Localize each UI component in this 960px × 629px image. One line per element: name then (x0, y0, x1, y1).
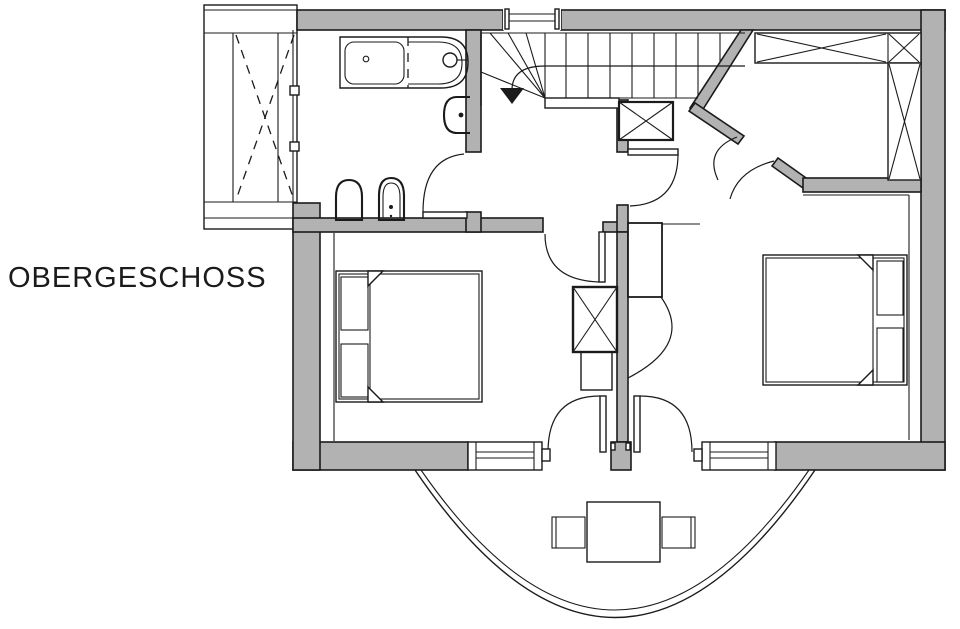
void-cross-dashed (235, 34, 295, 201)
doors (422, 136, 775, 453)
stair-walk-line (511, 65, 745, 91)
dresser-icon (627, 222, 673, 379)
duct-shaft-icon (617, 100, 675, 142)
toilet-icon (334, 178, 364, 222)
wall-west (292, 202, 321, 471)
bathroom (334, 36, 470, 222)
balcony (414, 469, 816, 618)
balcony-table-icon (586, 501, 661, 563)
floor-title: OBERGESCHOSS (8, 262, 267, 294)
balcony-chair-right-icon (661, 516, 696, 549)
double-bed-right-icon (762, 254, 908, 386)
wall-diagonal-stair (688, 29, 755, 116)
wardrobe-top-icon (754, 32, 922, 64)
interior-face-lines (333, 194, 910, 441)
chimney-shaft-icon (571, 285, 619, 391)
bedroom-right-door (627, 148, 679, 207)
bedroom-left-door (544, 231, 606, 283)
wall-central (616, 231, 629, 443)
window-top (503, 8, 561, 30)
balcony-railing-inner (420, 469, 810, 611)
wall-right (920, 9, 946, 471)
left-wing-outline (203, 4, 300, 230)
balcony-glazing-right (693, 441, 777, 471)
balcony-chair-left-icon (551, 516, 586, 549)
balcony-door-left (547, 395, 607, 453)
balcony-door-right (633, 395, 693, 453)
stair-direction-arrow-icon (500, 88, 524, 104)
wall-bottom-right (774, 441, 946, 471)
wall-bottom-left (292, 441, 469, 471)
bathtub-icon (339, 36, 469, 89)
walls (292, 9, 946, 471)
glazing-mullion (289, 141, 300, 152)
wall-dressing-south (802, 177, 922, 193)
dressing-room-double-action-door (713, 136, 775, 200)
staircase (480, 32, 745, 142)
wall-top-left (296, 9, 504, 31)
balcony-glazing-left (467, 441, 551, 471)
glazing-mullion (289, 85, 300, 96)
double-bed-left-icon (335, 270, 483, 403)
stair-risers (544, 33, 721, 99)
wall-bedroom-left-north (292, 217, 544, 233)
bidet-icon (377, 176, 406, 222)
washbasin-icon (442, 95, 470, 135)
bathroom-door (422, 153, 468, 219)
wall-diagonal-door-left (687, 101, 746, 146)
wall-top-right (560, 9, 946, 31)
wardrobe-side-icon (887, 62, 922, 181)
balcony-railing-outer (414, 469, 816, 618)
stair-landing-wall (544, 97, 620, 109)
